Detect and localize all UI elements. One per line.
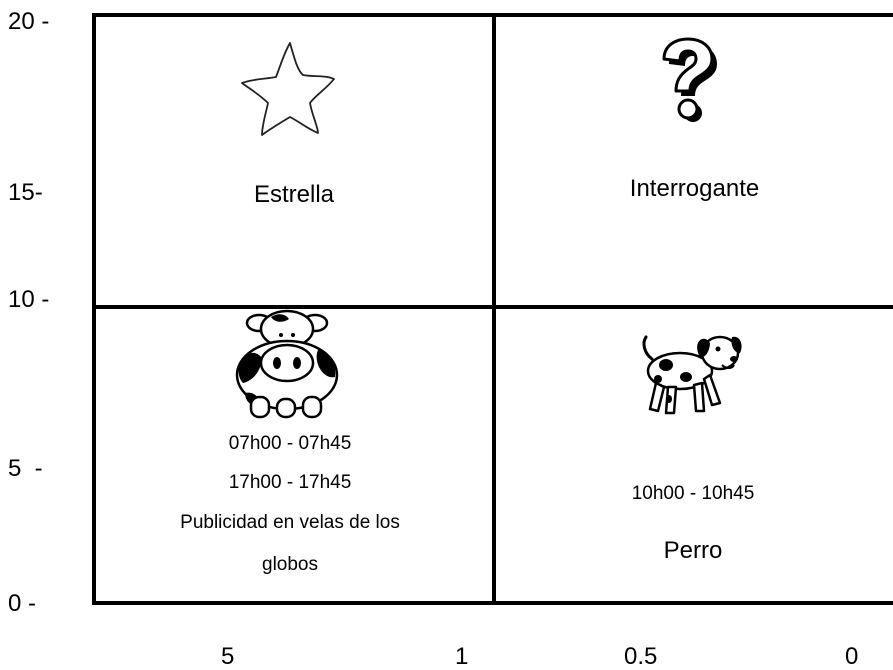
- quadrant-perro: 10h00 - 10h45 Perro: [496, 309, 893, 601]
- x-axis-label-0-5: 0.5: [624, 643, 658, 670]
- y-axis-label-15: 15-: [8, 179, 43, 206]
- cow-icon: [235, 309, 339, 419]
- star-icon: [241, 42, 335, 136]
- schedule-line: 07h00 - 07h45: [228, 433, 352, 454]
- dog-icon: [642, 335, 742, 415]
- description-line: Publicidad en velas de los: [180, 512, 400, 533]
- schedule-line: 10h00 - 10h45: [631, 483, 755, 504]
- quadrant-vaca: 07h00 - 07h45 17h00 - 17h45 Publicidad e…: [96, 309, 492, 601]
- question-mark-icon: [662, 37, 717, 122]
- y-axis-label-0: 0 -: [8, 590, 37, 617]
- quadrant-title: Interrogante: [629, 175, 760, 202]
- grid-center-border: [492, 13, 496, 605]
- y-axis-label-10: 10 -: [8, 286, 50, 313]
- grid-left-border: [92, 13, 96, 605]
- description-line: globos: [262, 554, 318, 575]
- y-axis-label-20: 20 -: [8, 8, 50, 35]
- x-axis-label-0: 0: [845, 643, 859, 670]
- quadrant-title: Estrella: [253, 181, 335, 208]
- y-axis-label-5: 5 -: [8, 455, 43, 482]
- schedule-line: 17h00 - 17h45: [228, 472, 352, 493]
- quadrant-title: Perro: [663, 537, 723, 564]
- x-axis-label-1: 1: [455, 643, 469, 670]
- quadrant-interrogante: Interrogante: [496, 17, 893, 305]
- x-axis-label-5: 5: [221, 643, 235, 670]
- quadrant-estrella: Estrella: [96, 17, 492, 305]
